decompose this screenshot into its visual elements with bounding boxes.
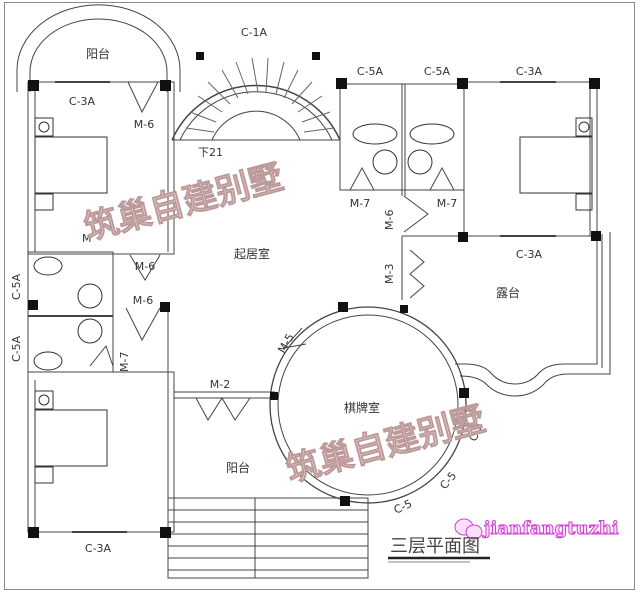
window-c5a-1: C-5A [357,65,384,78]
door-m6-a: M-6 [134,118,154,131]
stair-label: 下21 [198,146,223,159]
room-label-balcony-bottom: 阳台 [226,460,250,475]
furniture [33,117,593,484]
room-label-balcony-top: 阳台 [86,46,110,61]
room-label-terrace: 露台 [496,285,520,300]
drawing-title: 三层平面图 [390,536,480,557]
door-m2: M-2 [210,378,230,391]
window-c3a-bottom: C-3A [85,542,112,555]
window-c3a-left: C-3A [69,95,96,108]
door-m6-vert: M-6 [383,210,396,230]
watermark-wechat: jianfangtuzhi [482,518,619,539]
window-c5-2: C-5 [437,469,459,492]
watermark-cn-top: 筑巢自建别墅 [80,157,287,248]
window-c5a-2: C-5A [424,65,451,78]
door-m-b: M [82,232,92,245]
wechat-icon [454,518,483,540]
door-m7-left: M-7 [118,352,131,372]
window-c5a-left-1: C-5A [10,273,23,300]
window-c3a-mid-right: C-3A [516,248,543,261]
drawing-frame [4,2,635,590]
door-m7-a: M-7 [350,197,370,210]
window-c5a-left-2: C-5A [10,335,23,362]
door-m7-b: M-7 [437,197,457,210]
window-c3a-top-right: C-3A [516,65,543,78]
window-c5-3: C-5 [392,497,414,517]
window-c5-1: C-5 [467,421,486,443]
door-m6-c: M-6 [135,260,155,273]
columns [28,52,601,538]
window-c1a: C-1A [241,26,268,39]
door-m6-d: M-6 [133,294,153,307]
room-label-living: 起居室 [234,246,270,261]
door-m3: M-3 [383,264,396,284]
door-m5: M-5 [275,331,296,355]
room-label-mahjong: 棋牌室 [344,400,380,415]
